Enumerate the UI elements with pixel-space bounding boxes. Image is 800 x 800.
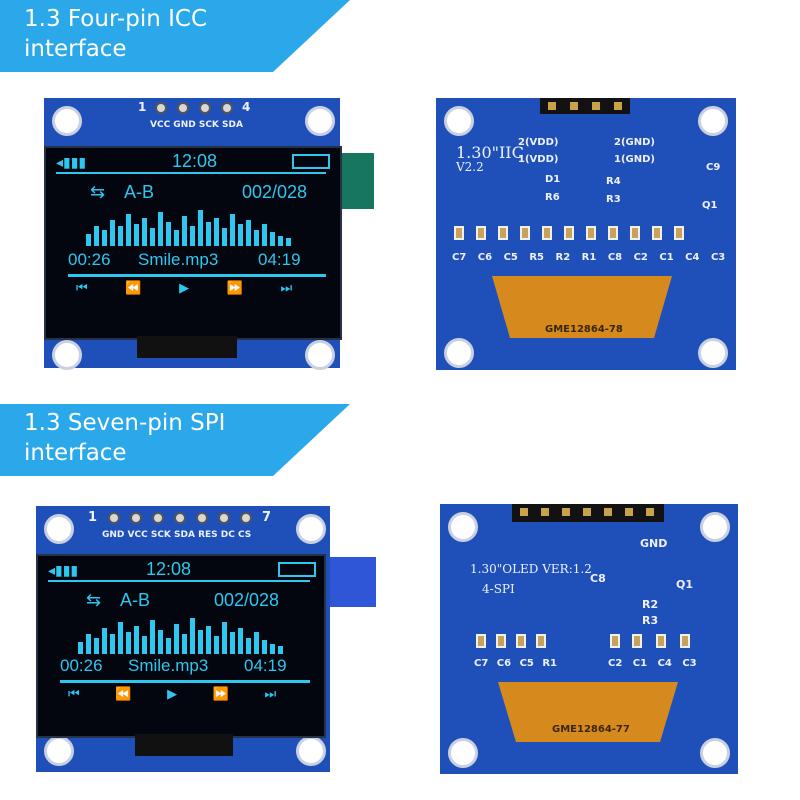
pin-last-label: 7 <box>262 510 272 525</box>
banner-line1: 1.3 Seven-pin SPI <box>24 410 226 436</box>
battery-icon <box>292 154 330 169</box>
header-pin <box>108 512 120 524</box>
mount-hole <box>444 106 474 136</box>
header-pin <box>240 512 252 524</box>
repeat-icon: ⇆ <box>90 182 106 202</box>
mount-hole <box>52 340 82 370</box>
header-pin <box>218 512 230 524</box>
pin-first-label: 1 <box>88 510 98 525</box>
progress-bar <box>68 274 326 277</box>
header-pin <box>221 102 233 114</box>
pin-first-label: 1 <box>138 100 147 114</box>
iic-cap-labels: C7 C6 C5 R5 R2 R1 C8 C2 C1 C4 C3 <box>452 252 726 263</box>
banner-line1: 1.3 Four-pin ICC <box>24 6 208 32</box>
board-model: 1.30"OLED VER:1.2 <box>470 562 592 576</box>
ab-label: A-B <box>120 590 151 610</box>
oled-display: ◂▮▮▮ 12:08 ⇆ A-B 002/028 00:26 Smile.mp3… <box>36 554 326 738</box>
silk-q1: Q1 <box>676 578 694 591</box>
battery-icon <box>278 562 316 577</box>
board-mode: 4-SPI <box>482 582 515 596</box>
silk-1vdd: 1(VDD) <box>518 154 559 165</box>
board-model: 1.30"IIC <box>456 143 524 162</box>
track-counter: 002/028 <box>214 590 280 610</box>
mount-hole <box>44 514 74 544</box>
elapsed-time: 00:26 <box>68 250 111 269</box>
spi-cap-labels-right: C2 C1 C4 C3 <box>608 658 697 669</box>
repeat-icon: ⇆ <box>86 590 102 610</box>
mount-hole <box>305 106 335 136</box>
silk-2gnd: 2(GND) <box>614 137 655 148</box>
silk-c9: C9 <box>706 162 721 173</box>
ribbon-connector <box>137 336 237 358</box>
silk-r2: R2 <box>642 598 659 611</box>
mount-hole <box>296 736 326 766</box>
mount-hole <box>698 106 728 136</box>
banner-line2: interface <box>24 440 127 466</box>
board-version: V2.2 <box>456 160 484 174</box>
pin-header <box>540 98 630 114</box>
pin-last-label: 4 <box>242 100 251 114</box>
header-pin <box>174 512 186 524</box>
oled-display: ◂▮▮▮ 12:08 ⇆ A-B 002/028 00:26 Smile.mp3… <box>44 146 342 340</box>
signal-icon: ◂▮▮▮ <box>56 154 87 170</box>
silk-1gnd: 1(GND) <box>614 154 655 165</box>
section-banner-spi: 1.3 Seven-pin SPI interface <box>0 404 350 476</box>
progress-bar <box>60 680 310 683</box>
ribbon-connector <box>135 734 233 756</box>
spi-cap-labels-left: C7 C6 C5 R1 <box>474 658 558 669</box>
clock-time: 12:08 <box>146 559 192 579</box>
file-name: Smile.mp3 <box>128 656 209 675</box>
equalizer-graph <box>86 210 291 246</box>
section-banner-iic: 1.3 Four-pin ICC interface <box>0 0 350 72</box>
silk-r6: R6 <box>545 192 560 203</box>
silk-r3: R3 <box>606 194 621 205</box>
mount-hole <box>700 512 730 542</box>
divider <box>56 172 326 174</box>
divider <box>48 580 310 582</box>
transport-controls: ⏮ ⏪ ▶ ⏩ ⏭ <box>76 280 293 295</box>
silk-q1: Q1 <box>702 200 718 211</box>
silk-c8: C8 <box>590 572 606 585</box>
header-pin <box>177 102 189 114</box>
header-pin <box>196 512 208 524</box>
transport-controls: ⏮ ⏪ ▶ ⏩ ⏭ <box>68 686 277 701</box>
elapsed-time: 00:26 <box>60 656 103 675</box>
ab-label: A-B <box>124 182 155 202</box>
clock-time: 12:08 <box>172 151 218 171</box>
mount-hole <box>448 738 478 768</box>
banner-line2: interface <box>24 36 127 62</box>
mount-hole <box>44 736 74 766</box>
mount-hole <box>448 512 478 542</box>
mount-hole <box>698 338 728 368</box>
flex-ribbon <box>492 276 672 338</box>
header-pin <box>152 512 164 524</box>
mount-hole <box>700 738 730 768</box>
file-name: Smile.mp3 <box>138 250 219 269</box>
pin-names: GND VCC SCK SDA RES DC CS <box>102 530 252 540</box>
signal-icon: ◂▮▮▮ <box>48 562 79 578</box>
mount-hole <box>444 338 474 368</box>
pin-names: VCC GND SCK SDA <box>150 120 243 130</box>
mount-hole <box>296 514 326 544</box>
header-pin <box>155 102 167 114</box>
flex-label: GME12864-77 <box>552 724 630 735</box>
silk-2vdd: 2(VDD) <box>518 137 559 148</box>
flex-label: GME12864-78 <box>545 324 623 335</box>
silk-r3: R3 <box>642 614 659 627</box>
mount-hole <box>305 340 335 370</box>
track-counter: 002/028 <box>242 182 308 202</box>
flex-ribbon <box>498 682 678 742</box>
silk-gnd: GND <box>640 537 668 550</box>
protective-film-tab <box>338 153 374 209</box>
header-pin <box>130 512 142 524</box>
pin-header <box>512 504 664 522</box>
mount-hole <box>52 106 82 136</box>
header-pin <box>199 102 211 114</box>
silk-d1: D1 <box>545 174 561 185</box>
protective-film-tab <box>322 557 376 607</box>
equalizer-graph <box>78 618 283 654</box>
total-time: 04:19 <box>258 250 301 269</box>
silk-r4: R4 <box>606 176 621 187</box>
total-time: 04:19 <box>244 656 287 675</box>
